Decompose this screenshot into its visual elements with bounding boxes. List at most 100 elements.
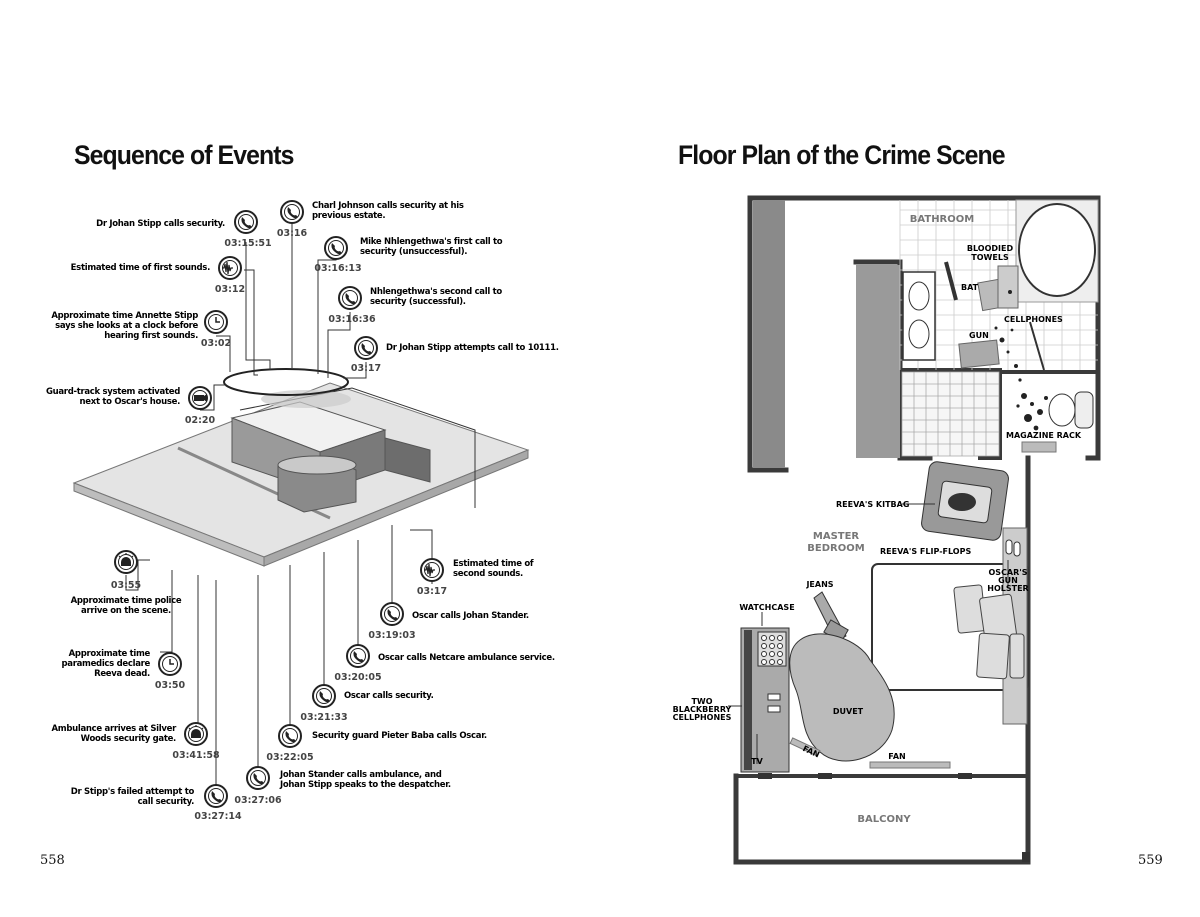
blackberry-phone	[767, 705, 781, 713]
event-description: second sounds.	[453, 569, 523, 579]
event-time: 03:27:14	[194, 811, 242, 822]
fan	[789, 737, 821, 757]
phone-icon	[346, 644, 370, 668]
event-description: Oscar calls Netcare ambulance service.	[378, 653, 555, 663]
event-time: 03:19:03	[368, 630, 415, 641]
label-tv: TV	[751, 757, 763, 766]
event-description: Estimated time of	[453, 559, 534, 569]
event-description: security (successful).	[370, 297, 466, 307]
timeline-event: Charl Johnson calls security at hisprevi…	[277, 200, 464, 239]
event-description: Reeva dead.	[94, 669, 150, 679]
floor-plan: BATHROOM BLOODIED TOWELS BAT CELLPHONES …	[673, 195, 1101, 865]
event-description: Oscar calls security.	[344, 691, 434, 701]
event-description: Charl Johnson calls security at his	[312, 201, 464, 211]
kitbag-chair	[921, 461, 1009, 541]
label-flip-flops: REEVA'S FLIP-FLOPS	[880, 547, 971, 556]
phone-icon	[380, 602, 404, 626]
svg-text:HOLSTER: HOLSTER	[987, 584, 1028, 593]
event-description: Ambulance arrives at Silver	[52, 724, 178, 734]
event-description: Oscar calls Johan Stander.	[412, 611, 529, 621]
event-description: Approximate time	[69, 649, 151, 659]
timeline-event: Oscar calls Johan Stander. 03:19:03	[368, 602, 529, 641]
cricket-bat-icon	[944, 261, 958, 301]
event-description: paramedics declare	[61, 659, 150, 669]
event-time: 03:15:51	[224, 238, 271, 249]
event-description: Dr Stipp's failed attempt to	[71, 787, 195, 797]
timeline-event: Security guard Pieter Baba calls Oscar.0…	[266, 724, 487, 763]
event-description: says she looks at a clock before	[55, 321, 198, 331]
event-description: Estimated time of first sounds.	[71, 263, 210, 273]
label-kitbag: REEVA'S KITBAG	[836, 500, 909, 509]
svg-text:BEDROOM: BEDROOM	[807, 543, 864, 554]
phone-icon	[324, 236, 348, 260]
right-page-number: 559	[1138, 853, 1163, 868]
svg-text:MASTER: MASTER	[813, 531, 860, 542]
oscar-house	[230, 401, 431, 513]
event-time: 03:21:33	[300, 712, 347, 723]
event-description: next to Oscar's house.	[80, 397, 181, 407]
built-in-cupboard	[753, 200, 785, 468]
basin	[908, 281, 930, 311]
timeline-event: Oscar calls Netcare ambulance service.03…	[334, 644, 555, 683]
event-description: hearing first sounds.	[104, 331, 198, 341]
sound-wave-icon	[218, 256, 242, 280]
phone-icon	[354, 336, 378, 360]
svg-text:GUN: GUN	[998, 576, 1018, 585]
shower-grid	[901, 371, 1000, 457]
floor-plan-labels: BATHROOM BLOODIED TOWELS BAT CELLPHONES …	[673, 214, 1082, 825]
timeline-event: Estimated time of first sounds.03:12	[71, 256, 245, 295]
event-time: 03:16:13	[314, 263, 361, 274]
label-jeans: JEANS	[805, 580, 833, 589]
label-watchcase: WATCHCASE	[739, 603, 794, 612]
label-duvet: DUVET	[833, 707, 864, 716]
svg-text:TWO: TWO	[691, 697, 712, 706]
fan	[869, 761, 951, 769]
event-description: Dr Johan Stipp attempts call to 10111.	[386, 343, 559, 353]
phone-icon	[234, 210, 258, 234]
siren-icon	[184, 722, 208, 746]
label-magazine-rack: MAGAZINE RACK	[1006, 431, 1082, 440]
blood-spatter	[994, 290, 1048, 431]
right-page-title: Floor Plan of the Crime Scene	[678, 140, 1006, 170]
event-time: 03:02	[201, 338, 231, 349]
svg-text:BLOODIED: BLOODIED	[967, 244, 1014, 253]
event-description: Dr Johan Stipp calls security.	[96, 219, 225, 229]
svg-text:CELLPHONES: CELLPHONES	[673, 713, 732, 722]
event-description: Mike Nhlengethwa's first call to	[360, 237, 503, 247]
timeline-event: Johan Stander calls ambulance, andJohan …	[234, 766, 451, 806]
event-description: Johan Stander calls ambulance, and	[279, 770, 442, 780]
left-page-title: Sequence of Events	[74, 140, 294, 170]
event-description: Security guard Pieter Baba calls Oscar.	[312, 731, 487, 741]
timeline-event: Mike Nhlengethwa's first call tosecurity…	[314, 236, 503, 274]
target-ring	[223, 368, 349, 396]
event-time: 03:55	[111, 580, 141, 591]
event-description: call security.	[138, 797, 195, 807]
label-bat: BAT	[961, 283, 979, 292]
event-time: 03:27:06	[234, 795, 282, 806]
timeline-event: Dr Johan Stipp calls security. 03:15:51	[96, 210, 272, 249]
label-fan: FAN	[888, 752, 905, 761]
magazine-rack	[1021, 441, 1057, 453]
phone-icon	[204, 784, 228, 808]
event-time: 03:17	[417, 586, 447, 597]
event-description: Approximate time police	[71, 596, 182, 606]
svg-text:BLACKBERRY: BLACKBERRY	[673, 705, 732, 714]
basin	[908, 319, 930, 349]
event-time: 03:17	[351, 363, 381, 374]
timeline-event: Oscar calls security. 03:21:33	[300, 684, 434, 723]
timeline-event: Dr Johan Stipp attempts call to 10111. 03…	[351, 336, 559, 374]
event-description: Guard-track system activated	[46, 387, 180, 397]
left-page-number: 558	[40, 853, 65, 868]
siren-icon	[114, 550, 138, 574]
event-description: Woods security gate.	[81, 734, 176, 744]
label-bathroom: BATHROOM	[910, 214, 974, 225]
clock-icon	[204, 310, 228, 334]
